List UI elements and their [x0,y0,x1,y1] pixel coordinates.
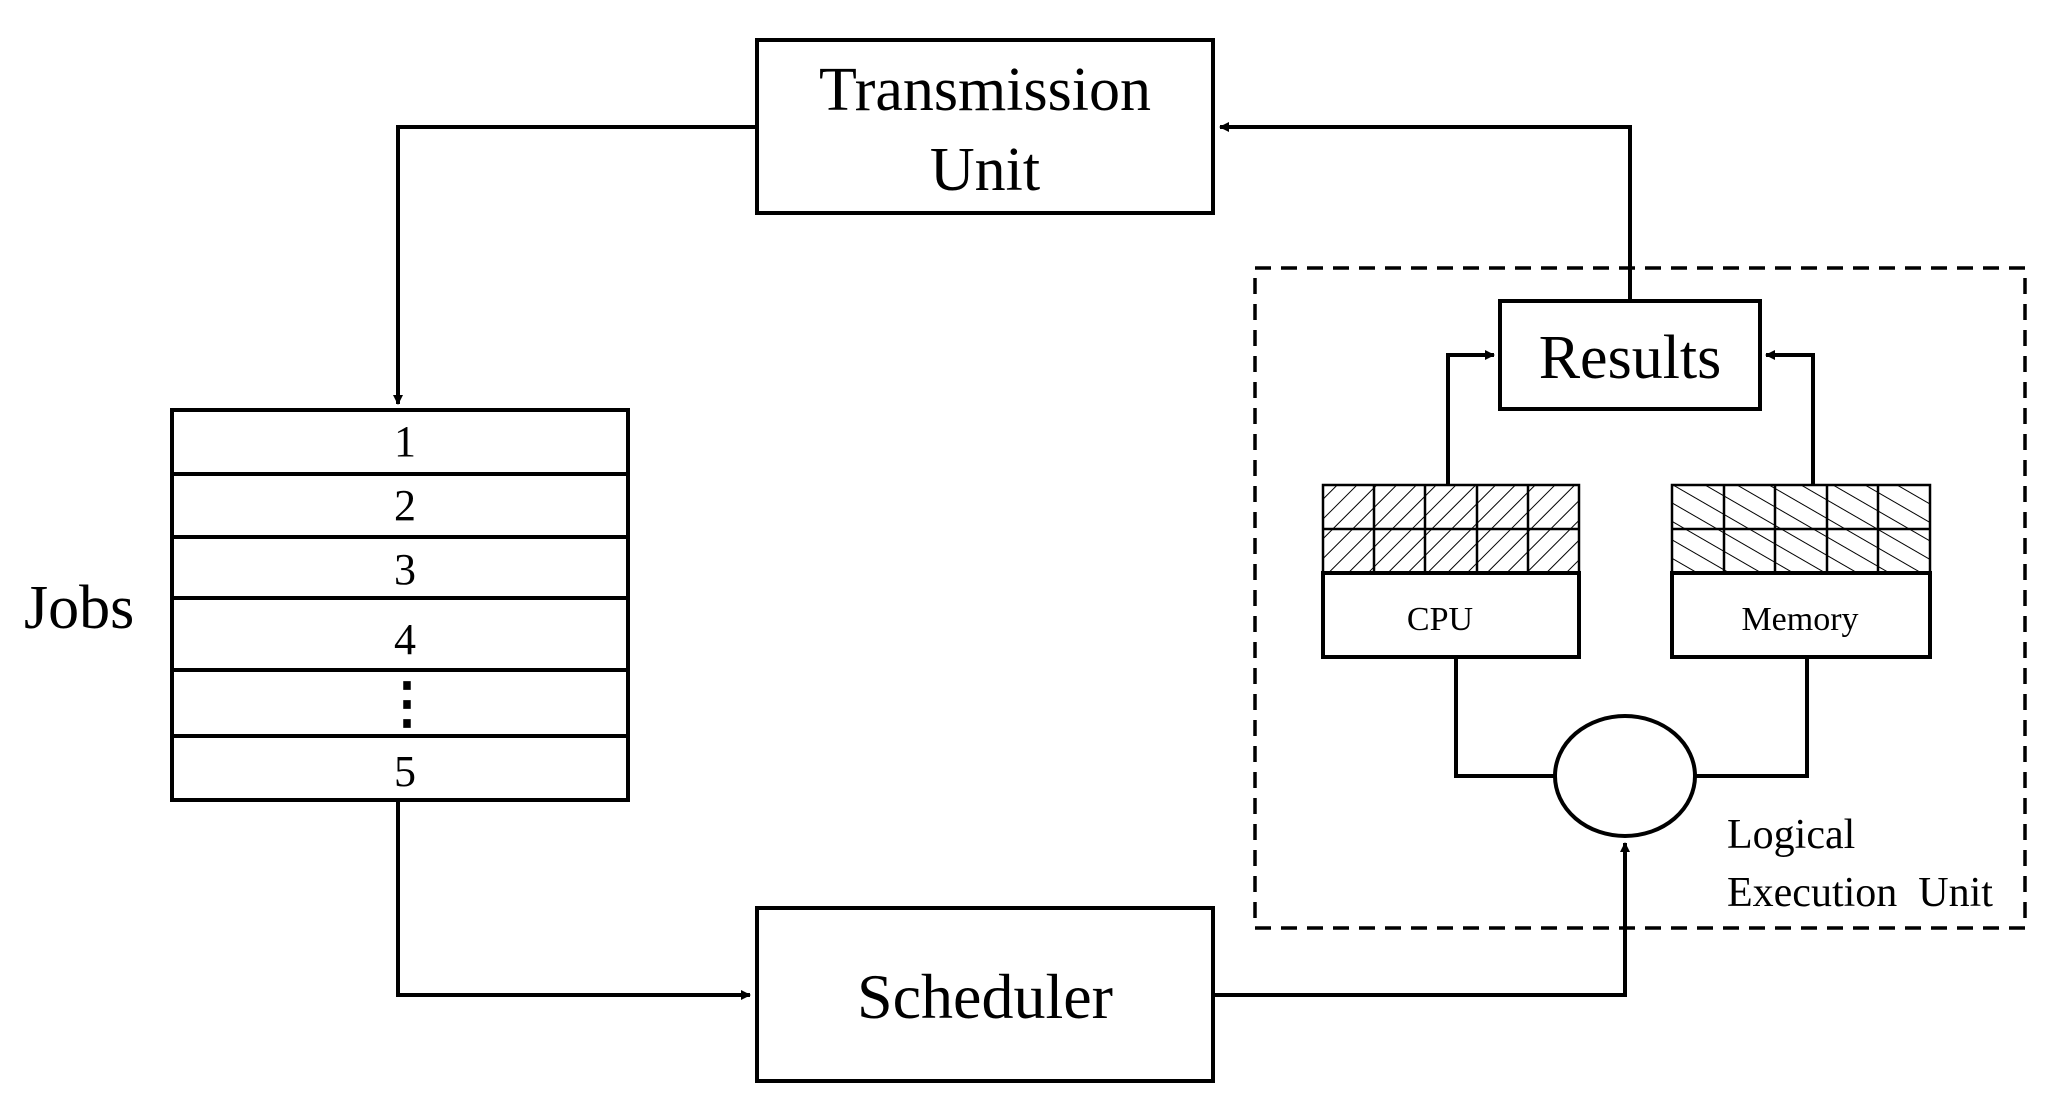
scheduler-label: Scheduler [857,961,1113,1032]
logical-execution-unit-label-line2: Execution Unit [1727,870,1993,916]
arrow-memory-to-results [1765,350,1815,485]
arrow-results-to-transmission [1219,122,1632,301]
logical-execution-unit-node [1553,714,1697,838]
job-row-1: 1 [394,417,416,466]
logical-execution-unit-boundary [1253,266,2027,930]
transmission-unit-label-line1: Transmission [819,56,1151,124]
job-row-5: 5 [394,747,416,796]
arrow-scheduler-to-logical-unit [1213,842,1630,997]
results-box: Results [1498,299,1762,411]
cpu-label: CPU [1407,601,1473,638]
logical-execution-unit-label-line1: Logical [1727,812,1855,858]
transmission-unit-label-line2: Unit [930,136,1040,204]
job-row-4: 4 [394,615,416,664]
arrow-cpu-to-results [1446,350,1495,485]
results-label: Results [1539,324,1722,392]
line-cpu-to-logical-unit [1454,657,1555,778]
memory-block: Memory [1670,483,1932,659]
job-row-ellipsis: ⋮ [379,673,435,735]
jobs-label: Jobs [24,574,134,642]
scheduler-box: Scheduler [755,906,1215,1083]
memory-label: Memory [1741,601,1858,638]
jobs-queue: 1 2 3 4 ⋮ 5 [170,408,630,802]
job-row-3: 3 [394,545,416,594]
arrow-transmission-to-jobs [393,125,757,405]
cpu-block: CPU [1321,483,1581,659]
line-memory-to-logical-unit [1695,657,1809,778]
transmission-unit-box: Transmission Unit [755,38,1215,215]
job-row-2: 2 [394,481,416,530]
arrow-jobs-to-scheduler [396,800,751,1000]
